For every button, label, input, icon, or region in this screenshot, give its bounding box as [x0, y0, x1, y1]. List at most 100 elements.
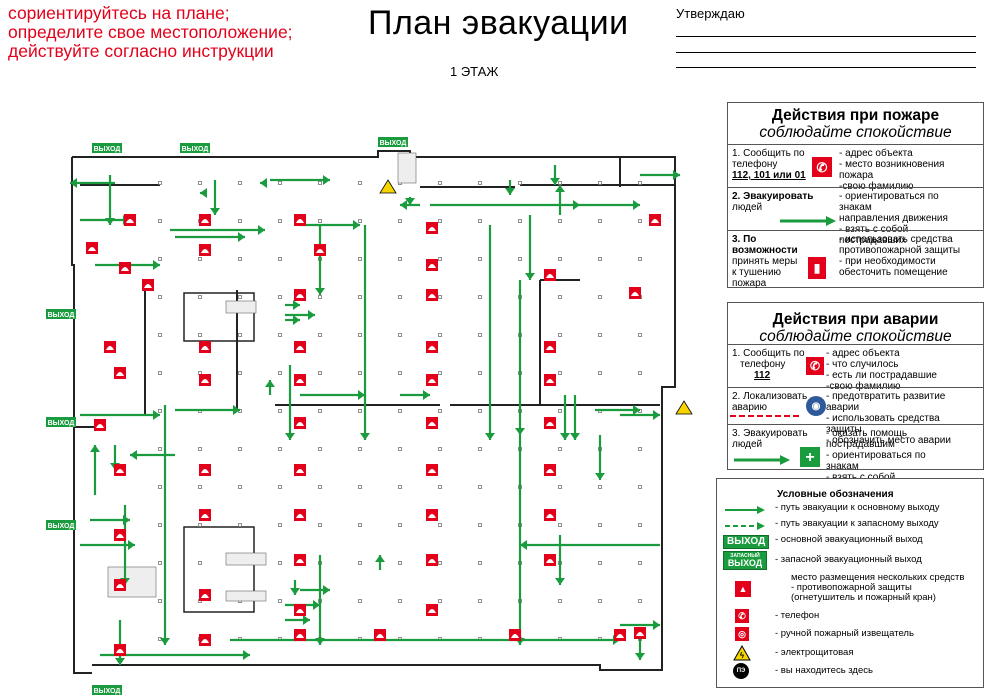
text-line: 2. Локализовать [732, 391, 808, 402]
column-marker [638, 181, 642, 185]
column-marker [398, 523, 402, 527]
column-marker [278, 409, 282, 413]
signature-line [676, 52, 976, 53]
fire-equipment-glyph [511, 634, 519, 638]
route-arrowhead [573, 200, 580, 210]
route-arrowhead [555, 185, 565, 192]
route-arrow-icon [725, 506, 765, 514]
column-marker [398, 409, 402, 413]
column-marker [478, 219, 482, 223]
column-marker [598, 599, 602, 603]
accident-step-2-label: 2. Локализовать аварию [732, 391, 824, 413]
column-marker [238, 181, 242, 185]
exit-sign-label: ВЫХОД [380, 140, 407, 147]
fire-equipment-glyph [428, 379, 436, 383]
column-marker [638, 333, 642, 337]
fire-equipment-glyph [88, 247, 96, 251]
electrical-hazard-icon [675, 400, 693, 415]
legend-text: - основной эвакуационный выход [775, 534, 923, 545]
legend-text: - электрощитовая [775, 647, 854, 658]
column-marker [598, 561, 602, 565]
column-marker [478, 447, 482, 451]
column-marker [478, 295, 482, 299]
column-marker [438, 257, 442, 261]
legend-text: - ручной пожарный извещатель [775, 628, 914, 639]
accident-step-2: 2. Локализовать аварию ◉ - предотвратить… [728, 387, 983, 446]
fire-equipment-glyph [126, 219, 134, 223]
column-marker [598, 181, 602, 185]
fire-equipment-glyph [296, 514, 304, 518]
column-marker [158, 181, 162, 185]
exit-sign-label: ВЫХОД [94, 146, 121, 153]
route-arrowhead [160, 638, 170, 645]
column-marker [158, 219, 162, 223]
fire-step-2-text: - ориентироваться по знакам направления … [839, 191, 969, 246]
column-marker [238, 523, 242, 527]
column-marker [518, 181, 522, 185]
route-arrowhead [265, 380, 275, 387]
text-line: - взять с собой пострадавших [839, 224, 909, 246]
route-arrowhead [90, 445, 100, 452]
route-arrowhead [653, 410, 660, 420]
accident-step-2-text: - предотвратить развитие аварии - исполь… [826, 391, 956, 446]
column-marker [278, 371, 282, 375]
warning-line-2: определите свое местоположение; [8, 22, 293, 42]
signature-line [676, 36, 976, 37]
column-marker [278, 561, 282, 565]
route-arrowhead [635, 653, 645, 660]
route-arrowhead [128, 540, 135, 550]
fire-step-1-text: - адрес объекта - место возникновения по… [839, 148, 969, 192]
text-line: - место возникновения пожара [839, 159, 945, 181]
fire-equipment-glyph [116, 372, 124, 376]
column-marker [318, 447, 322, 451]
column-marker [278, 257, 282, 261]
route-arrowhead [505, 188, 515, 195]
column-marker [398, 561, 402, 565]
column-marker [478, 371, 482, 375]
fire-equipment-glyph [651, 219, 659, 223]
fire-equipment-glyph [631, 292, 639, 296]
fire-equipment-glyph [201, 514, 209, 518]
fire-step-1: 1. Сообщить по телефону 112, 101 или 01 … [728, 144, 983, 192]
evacuation-routes [70, 165, 680, 665]
text-line: 2. Эвакуировать [732, 191, 814, 202]
column-marker [558, 219, 562, 223]
column-marker [558, 257, 562, 261]
phone-icon: ✆ [735, 609, 749, 623]
column-marker [358, 599, 362, 603]
accident-step-1: 1. Сообщить по телефону 112 ✆ - адрес об… [728, 344, 983, 392]
fire-box-header: Действия при пожаре соблюдайте спокойств… [728, 107, 983, 141]
column-marker [238, 295, 242, 299]
svg-text:ϟ: ϟ [740, 651, 745, 660]
column-marker [478, 257, 482, 261]
route-arrowhead [210, 208, 220, 215]
route-arrowhead [400, 200, 407, 210]
route-arrowhead [238, 232, 245, 242]
accident-marker-line [730, 415, 800, 417]
fire-equipment-glyph [316, 249, 324, 253]
fire-equipment-glyph [616, 634, 624, 638]
stairs [107, 152, 417, 602]
route-arrowhead [293, 300, 300, 310]
column-marker [638, 561, 642, 565]
fire-alarm-icon: ◎ [735, 627, 749, 641]
fire-equipment-glyph [296, 634, 304, 638]
column-marker [158, 295, 162, 299]
column-marker [438, 485, 442, 489]
route-arrowhead [115, 658, 125, 665]
fire-equipment-glyph [144, 284, 152, 288]
column-marker [558, 371, 562, 375]
fire-equipment-glyph [106, 346, 114, 350]
route-arrowhead [323, 175, 330, 185]
legend-box: Условные обозначения - путь эвакуации к … [716, 478, 984, 688]
column-marker [558, 599, 562, 603]
text-line: 1. Сообщить по [732, 348, 805, 359]
protective-mask-icon: ◉ [806, 396, 826, 416]
fire-equipment-glyph [546, 469, 554, 473]
spare-exit-sign-icon: ЗАПАСНЫЙ ВЫХОД [723, 551, 767, 570]
column-marker [518, 219, 522, 223]
floor-label: 1 ЭТАЖ [450, 64, 499, 79]
fire-equipment-glyph [201, 346, 209, 350]
column-marker [478, 599, 482, 603]
